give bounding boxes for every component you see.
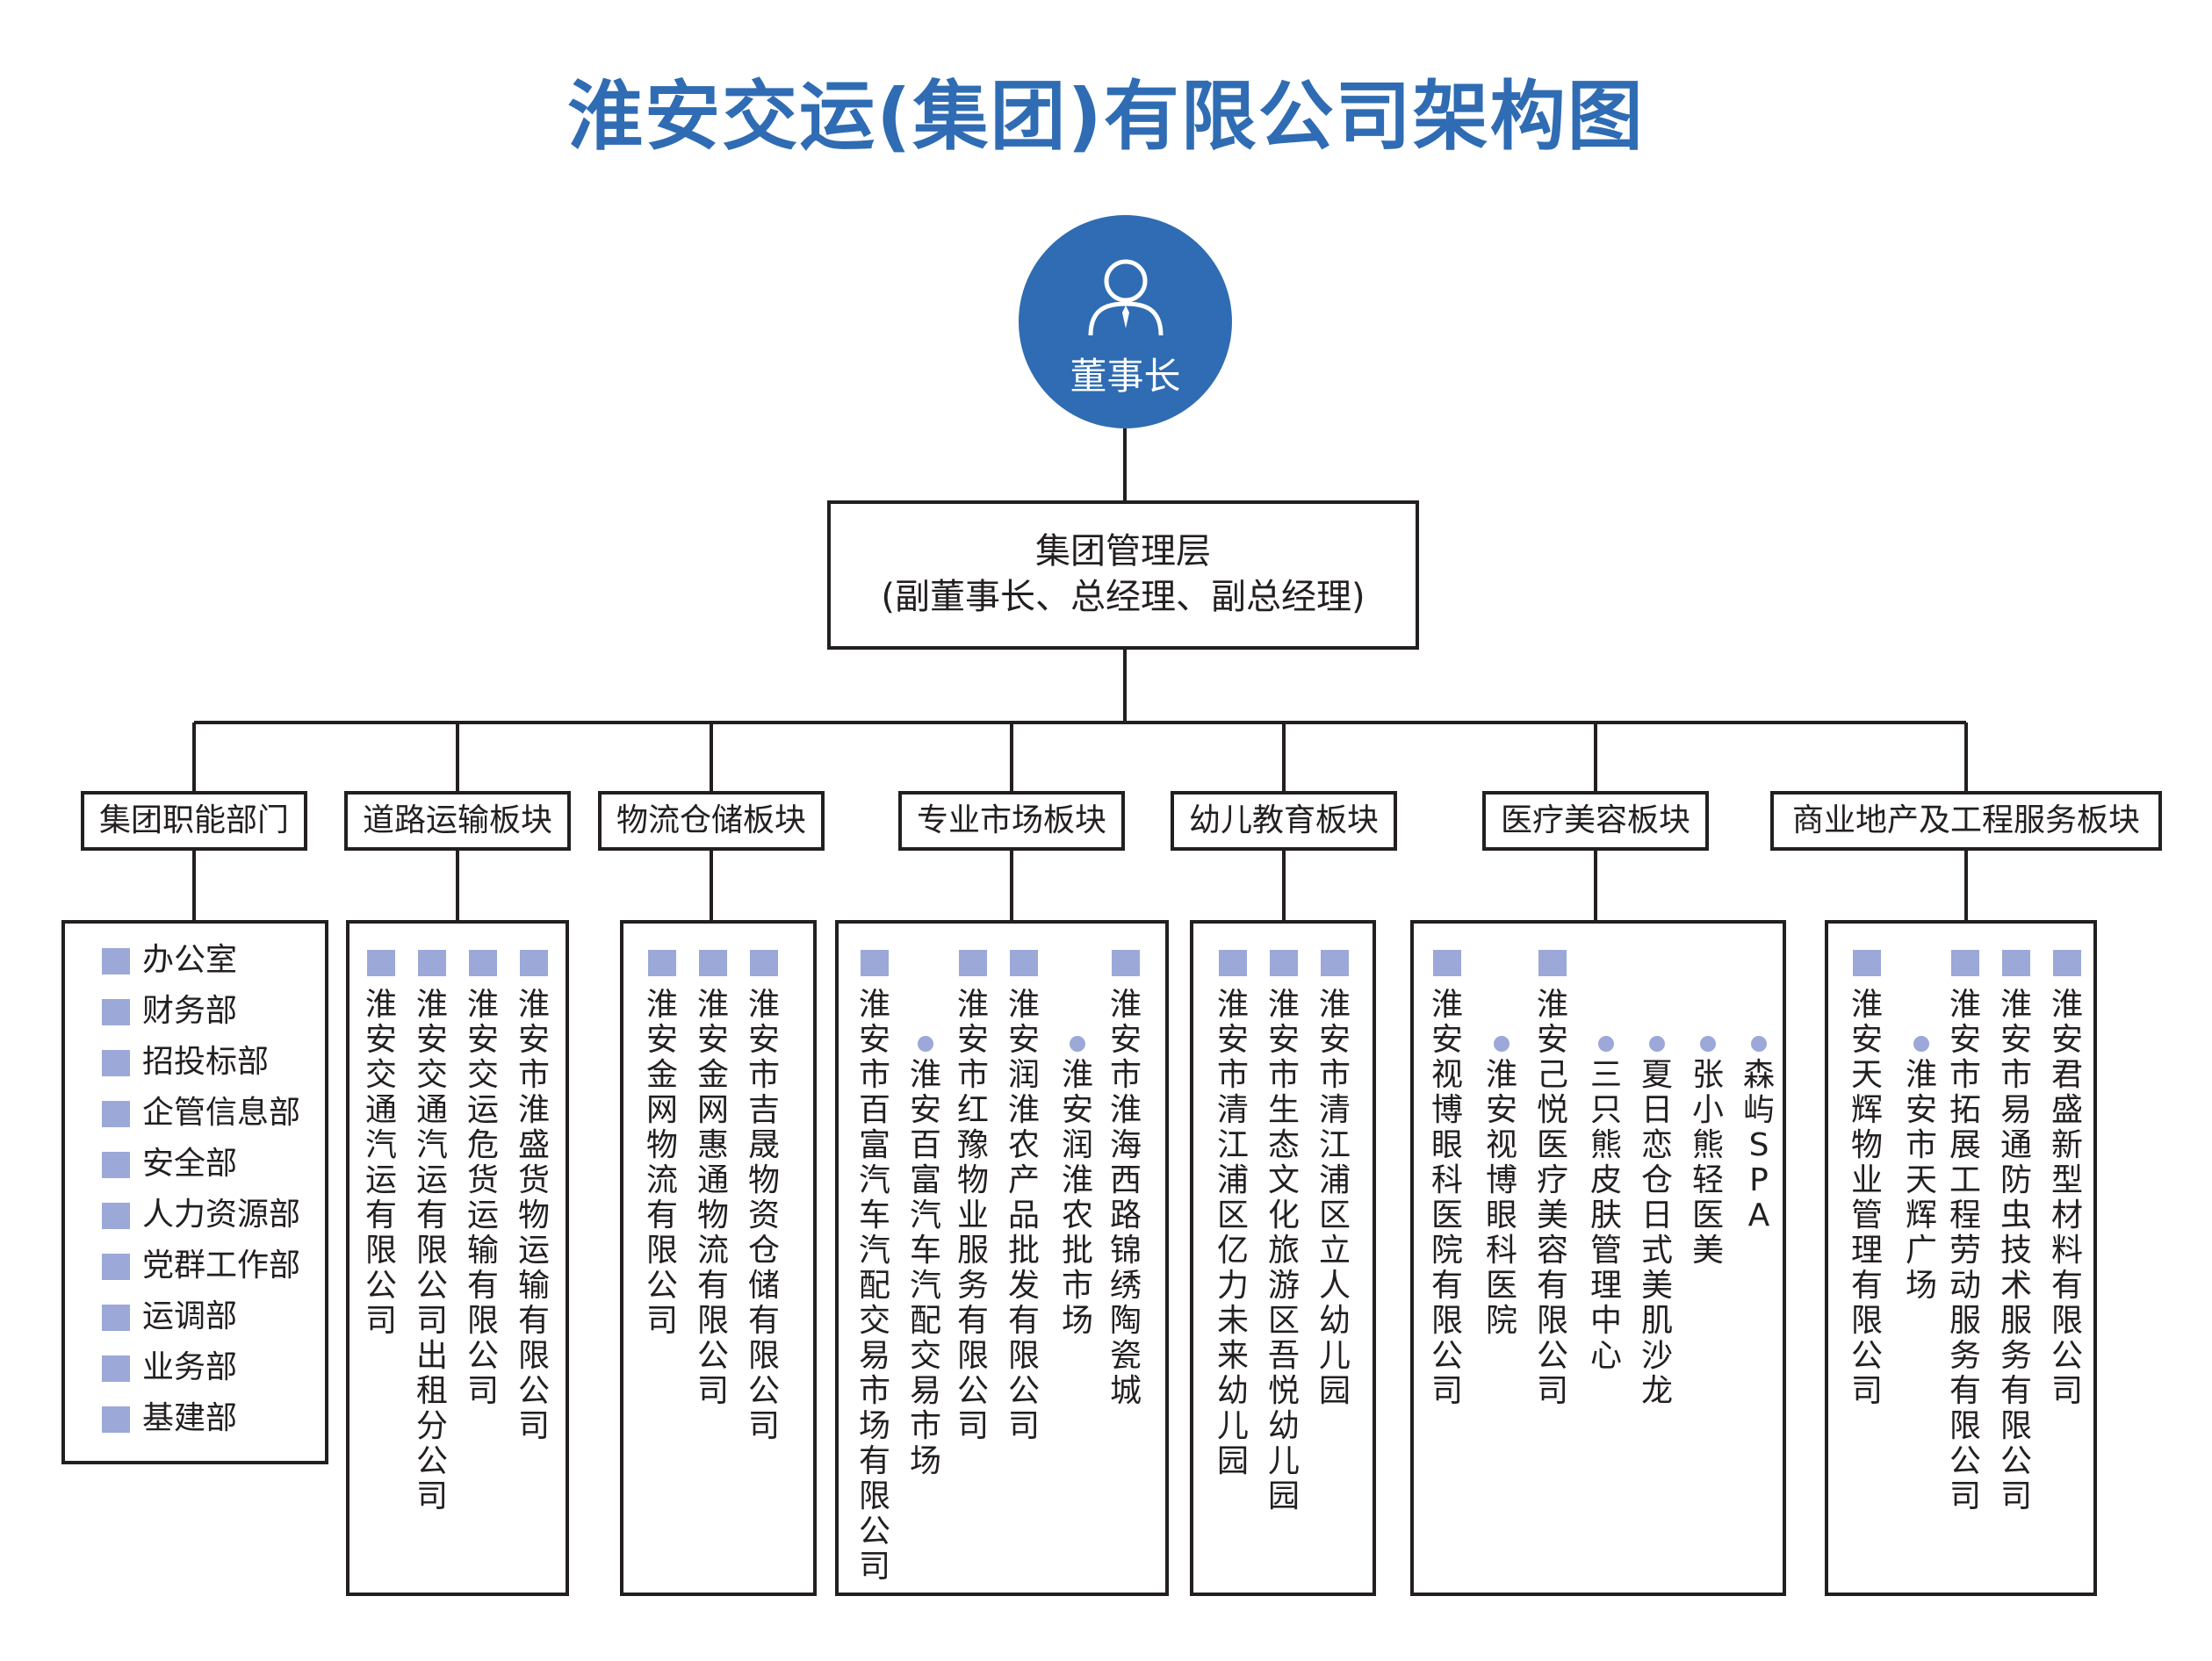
marker-square [1112,950,1140,976]
list-item: 业务部 [102,1348,237,1387]
marker-square [102,1406,130,1433]
marker-dot [1598,1036,1614,1052]
company-name: 淮安市淮海西路锦绣陶瓷城 [1109,987,1142,1409]
category-commercial-engineering: 商业地产及工程服务板块 [1770,791,2162,851]
marker-square [2053,950,2081,976]
list-item: 运调部 [102,1298,237,1336]
company-name: 淮安交通汽运有限公司 [364,987,397,1339]
company-name: 淮安君盛新型材料有限公司 [2050,987,2083,1409]
marker-square [102,1305,130,1331]
list-item: 企管信息部 [102,1094,300,1132]
marker-square [367,950,395,976]
marker-square [750,950,778,976]
category-specialized-market: 专业市场板块 [898,791,1125,851]
company-name: 淮安市吉晟物资仓储有限公司 [747,987,780,1444]
list-item: 财务部 [102,992,237,1031]
list-item: 办公室 [102,941,237,980]
company-name: 淮安润淮农产品批发有限公司 [1007,987,1040,1444]
person-icon [1088,259,1164,336]
marker-square [648,950,676,976]
marker-dot [1070,1036,1085,1052]
company-name: 淮安市百富汽车汽配交易市场有限公司 [858,987,890,1585]
school-name: 淮安市清江浦区立人幼儿园 [1318,987,1351,1409]
chairman-node: 董事长 [1019,215,1232,428]
management-roles: (副董事长、总经理、副总经理) [881,577,1365,617]
marker-square [861,950,889,976]
marker-dot [1494,1036,1509,1052]
list-item: 党群工作部 [102,1247,300,1285]
list-item: 招投标部 [102,1043,269,1082]
company-name: 淮安市红豫物业服务有限公司 [956,987,989,1444]
company-name: 淮安金网惠通物流有限公司 [696,987,729,1409]
company-name: 淮安市拓展工程劳动服务有限公司 [1949,987,1981,1514]
company-name: 淮安市淮盛货物运输有限公司 [517,987,550,1444]
company-name: 淮安己悦医疗美容有限公司 [1536,987,1568,1409]
marker-dot [1649,1036,1665,1052]
panel-functional-departments: 办公室 财务部 招投标部 企管信息部 安全部 人力资源部 党群工作部 运调部 业… [61,920,328,1464]
marker-dot [918,1036,933,1052]
company-name: 淮安交通汽运有限公司出租分公司 [415,987,448,1514]
school-name: 淮安市生态文化旅游区吾悦幼儿园 [1267,987,1300,1514]
management-box: 集团管理层 (副董事长、总经理、副总经理) [827,500,1419,650]
page-title: 淮安交运(集团)有限公司架构图 [567,73,1645,161]
panel-medical-beauty [1410,920,1786,1596]
panel-road-transport [346,920,569,1596]
company-name: 淮安天辉物业管理有限公司 [1850,987,1883,1409]
panel-specialized-market [835,920,1169,1596]
company-name: 淮安百富汽车汽配交易市场 [909,1057,941,1479]
marker-square [102,1050,130,1076]
marker-square [699,950,727,976]
marker-square [1321,950,1349,976]
marker-square [102,1101,130,1127]
category-logistics-warehousing: 物流仓储板块 [598,791,825,851]
category-road-transport: 道路运输板块 [344,791,571,851]
list-item: 基建部 [102,1399,237,1438]
marker-dot [1913,1036,1929,1052]
marker-square [102,1355,130,1382]
marker-square [102,1254,130,1280]
category-functional-departments: 集团职能部门 [81,791,307,851]
marker-square [1219,950,1247,976]
marker-square [1853,950,1881,976]
brand-name: 三只熊皮肤管理中心 [1589,1057,1622,1374]
list-item: 人力资源部 [102,1196,300,1234]
marker-square [520,950,548,976]
chairman-label: 董事长 [1070,355,1181,398]
company-name: 淮安交运危货运输有限公司 [466,987,499,1409]
brand-name: 夏日恋仓日式美肌沙龙 [1640,1057,1673,1409]
company-name: 淮安润淮农批市场 [1061,1057,1093,1339]
marker-square [469,950,497,976]
marker-square [2002,950,2030,976]
panel-logistics-warehousing [620,920,817,1596]
category-preschool-education: 幼儿教育板块 [1171,791,1397,851]
marker-square [1538,950,1567,976]
marker-square [1270,950,1298,976]
brand-name: 森屿SPA [1742,1057,1775,1233]
company-name: 淮安金网物流有限公司 [645,987,678,1339]
category-medical-beauty: 医疗美容板块 [1482,791,1709,851]
marker-square [102,999,130,1025]
marker-square [102,1203,130,1229]
company-name: 淮安视博眼科医院有限公司 [1430,987,1463,1409]
marker-square [1010,950,1038,976]
marker-dot [1751,1036,1767,1052]
brand-name: 张小熊轻医美 [1691,1057,1724,1269]
list-item: 安全部 [102,1145,237,1183]
marker-square [102,948,130,974]
marker-square [1433,950,1461,976]
management-title: 集团管理层 [1035,531,1211,572]
marker-square [102,1152,130,1178]
panel-commercial-engineering [1825,920,2097,1596]
marker-dot [1700,1036,1716,1052]
school-name: 淮安市清江浦区亿力未来幼儿园 [1216,987,1249,1479]
marker-square [1951,950,1979,976]
marker-square [959,950,987,976]
company-name: 淮安市易通防虫技术服务有限公司 [1999,987,2032,1514]
company-name: 淮安视博眼科医院 [1485,1057,1517,1339]
company-name: 淮安市天辉广场 [1905,1057,1937,1304]
panel-preschool-education [1190,920,1376,1596]
marker-square [418,950,446,976]
